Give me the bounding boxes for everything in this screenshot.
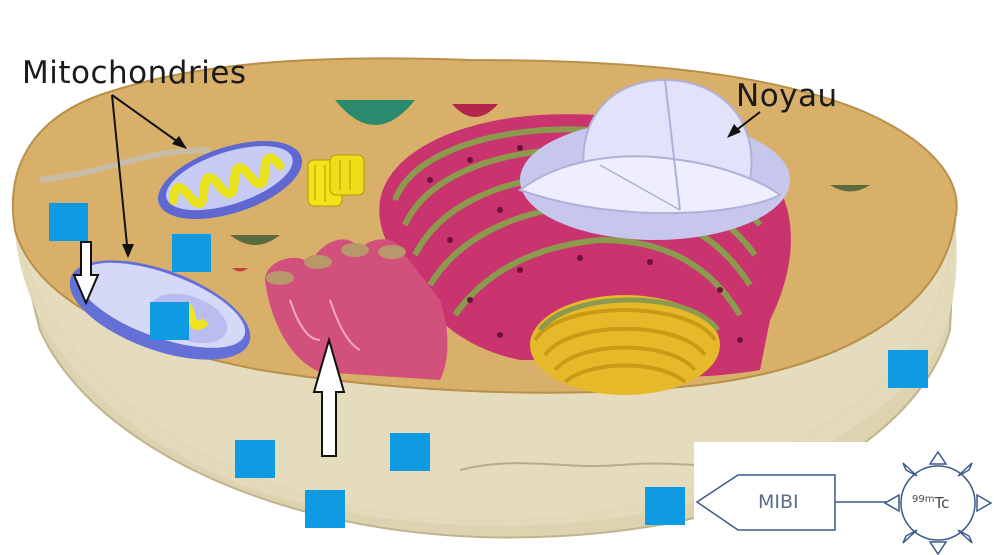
marker-square [49, 203, 88, 241]
isotope-label: 99mTc [912, 494, 949, 512]
mibi-label: MIBI [758, 491, 799, 513]
marker-square [172, 234, 211, 272]
marker-square [888, 350, 928, 388]
marker-square [235, 440, 275, 478]
golgi-apparatus [530, 295, 720, 395]
marker-square [390, 433, 430, 471]
marker-square [150, 302, 189, 340]
label-mitochondria: Mitochondries [22, 55, 247, 91]
isotope-symbol: Tc [934, 494, 949, 512]
marker-square [305, 490, 345, 528]
label-nucleus: Noyau [736, 78, 838, 114]
isotope-mass: 99m [912, 494, 934, 505]
marker-square [645, 487, 685, 525]
